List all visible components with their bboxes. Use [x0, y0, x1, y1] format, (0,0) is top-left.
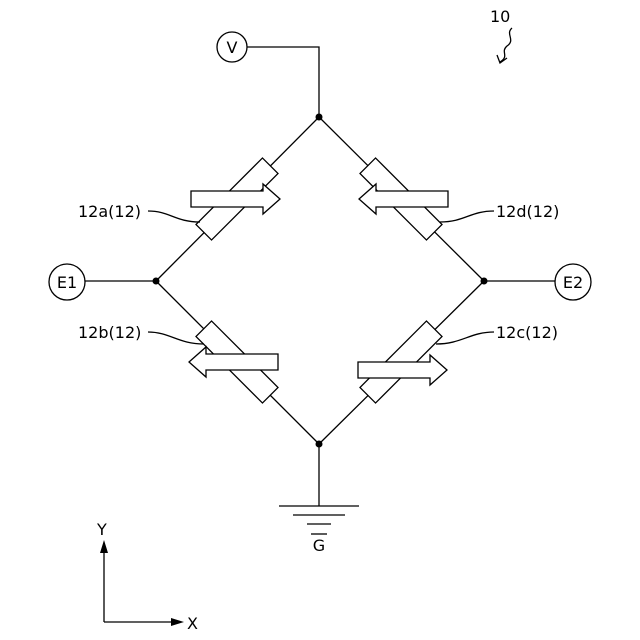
- leader-12a: [148, 211, 200, 222]
- leader-12d: [440, 211, 494, 222]
- magnetoresistive-element-12d: [359, 158, 448, 240]
- figure-reference-label: 10: [490, 7, 510, 26]
- reference-leader-arrowhead: [497, 55, 507, 63]
- node-top: [316, 114, 323, 121]
- label-12d: 12d(12): [496, 202, 559, 221]
- terminal-v-label: V: [227, 38, 238, 57]
- leader-12b: [148, 332, 204, 344]
- terminal-e1-label: E1: [57, 273, 77, 292]
- label-12a: 12a(12): [78, 202, 141, 221]
- magnetoresistive-element-12a: [191, 158, 280, 240]
- wire-v-to-top-node: [247, 47, 319, 117]
- coordinate-axes: Y X: [96, 520, 198, 633]
- label-12b: 12b(12): [78, 323, 141, 342]
- leader-12c: [436, 332, 494, 344]
- terminal-e2-label: E2: [563, 273, 583, 292]
- x-axis-label: X: [187, 614, 198, 633]
- ground-label: G: [313, 536, 325, 555]
- magnetoresistive-element-12c: [358, 321, 447, 403]
- magnetoresistive-element-12b: [189, 321, 278, 403]
- x-axis-arrowhead: [171, 618, 184, 626]
- y-axis-arrowhead: [100, 540, 108, 553]
- label-12c: 12c(12): [496, 323, 558, 342]
- reference-leader-squiggle: [500, 28, 512, 62]
- y-axis-label: Y: [96, 520, 107, 539]
